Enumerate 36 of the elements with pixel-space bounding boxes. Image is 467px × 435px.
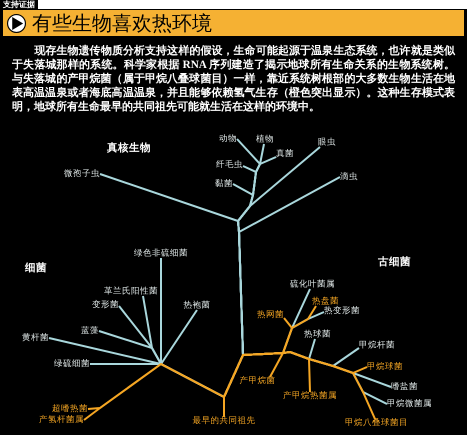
taxon-label: 黏菌 — [215, 180, 233, 188]
root-label: 最早的共同祖先 — [192, 417, 256, 426]
taxon-label: 植物 — [256, 136, 274, 144]
taxon-label: 嗜盐菌 — [391, 382, 418, 392]
taxon-label: 热盘菌 — [312, 298, 339, 306]
taxon-label: 热球菌 — [304, 330, 332, 339]
group-label: 真核生物 — [107, 143, 151, 154]
title: 有些生物喜欢热环境 — [32, 10, 212, 36]
taxon-label: 变形菌 — [92, 300, 119, 310]
body-text: 现存生物遗传物质分析支持这样的假设，生命可能起源于温泉生态系统，也许就是类似于失落城那样的系统。科学家根据 RNA 序列建造了揭示地球所有生命关系的生物系统树。与失落城的产甲烷菌（属于甲烷八叠球菌目）一样，靠近系统树根部的大多数生物生活在地表高温温泉或者海底高温温泉，并且能够依赖氢气生存（橙色突出显示）。这种生存模式表明，地球所有生命最早的共同祖先可能就生活在这样的环境中。 — [12, 44, 455, 114]
taxon-label: 眼虫 — [318, 138, 336, 147]
group-label: 细菌 — [25, 263, 47, 274]
taxon-label: 热变形菌 — [324, 306, 360, 316]
taxon-label: 滴虫 — [340, 172, 358, 182]
taxon-label: 微孢子虫 — [64, 170, 100, 178]
taxon-label: 甲烷杆菌 — [359, 342, 395, 350]
taxon-label: 产甲烷热菌属 — [283, 392, 337, 400]
taxon-label: 产甲烷菌 — [239, 377, 276, 386]
taxon-label: 纤毛虫 — [216, 160, 243, 170]
taxon-label: 蓝藻 — [81, 326, 99, 336]
taxon-label: 热网菌 — [257, 311, 284, 320]
taxon-label: 动物 — [219, 134, 237, 144]
taxon-label: 甲烷八叠球菌目 — [344, 419, 408, 428]
section-tag: 支持证据 — [0, 0, 38, 9]
taxon-label: 甲烷球菌 — [367, 362, 403, 372]
taxon-label: 甲烷微菌属 — [387, 400, 432, 408]
taxon-label: 革兰氏阳性菌 — [104, 288, 158, 296]
taxon-label: 绿色非硫细菌 — [134, 250, 188, 258]
taxon-label: 黄杆菌 — [22, 334, 49, 342]
taxon-label: 绿硫细菌 — [54, 360, 90, 368]
group-label: 古细菌 — [378, 257, 411, 268]
taxon-label: 硫化叶菌属 — [290, 280, 335, 289]
taxon-label: 产氢杆菌属 — [39, 416, 84, 424]
taxon-label: 超嗜热菌 — [52, 404, 88, 414]
taxon-label: 真菌 — [276, 150, 294, 159]
taxon-label: 热袍菌 — [184, 302, 210, 310]
